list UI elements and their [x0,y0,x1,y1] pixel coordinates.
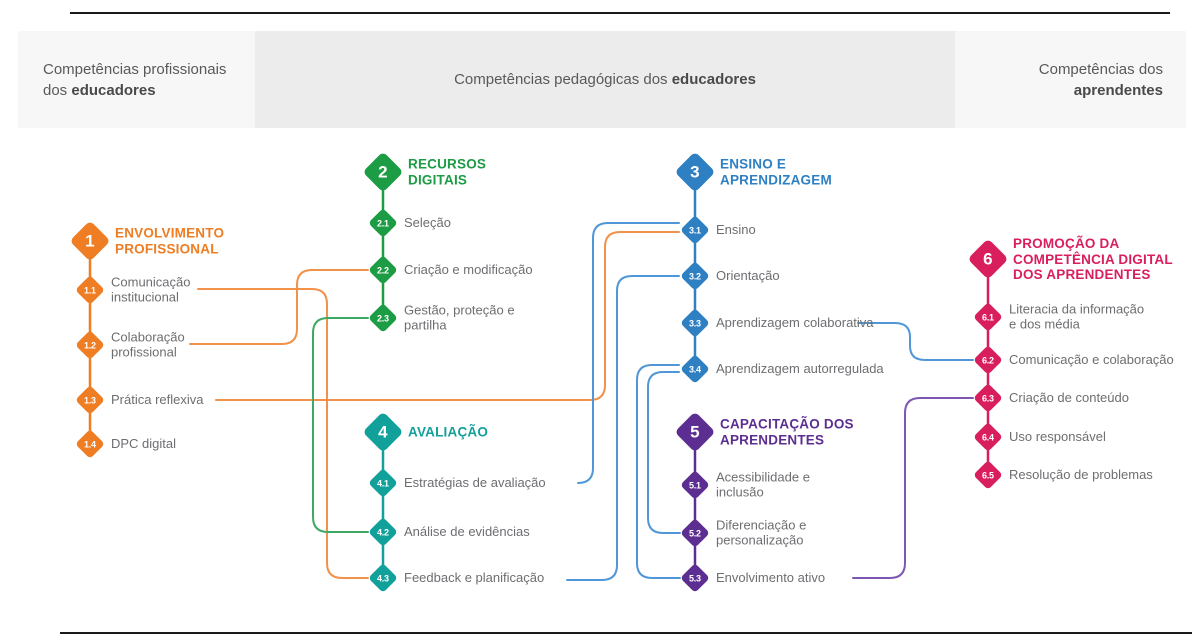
label-1.4: DPC digital [111,435,177,451]
connection-3.4-5.2 [647,371,681,534]
cluster-3-title: ENSINO E APRENDIZAGEM [720,156,832,188]
label-2.1: Seleção [404,214,451,230]
cluster-4-title: AVALIAÇÃO [408,424,489,440]
node-4.2: 4.2 [368,517,398,547]
node-2.1: 2.1 [368,208,398,238]
label-3.4: Aprendizagem autorregulada [716,360,884,376]
label-4.3: Feedback e planificação [404,569,545,585]
node-5.1: 5.1 [680,470,710,500]
label-5.2: Diferenciação e personalização [716,517,807,547]
node-2: 2 [362,151,404,193]
cluster-1-title: ENVOLVIMENTO PROFISSIONAL [115,225,225,257]
top-rule [70,12,1170,14]
label-3.2: Orientação [716,267,780,283]
label-4.1: Estratégias de avaliação [404,474,546,490]
connection-3.3-6.2 [857,322,974,361]
label-4.2: Análise de evidências [404,523,530,539]
node-6.2: 6.2 [973,345,1003,375]
cluster-2-title: RECURSOS DIGITAIS [408,156,487,188]
connection-5.3-6.3 [852,397,974,579]
node-3.3: 3.3 [680,308,710,338]
node-2.2: 2.2 [368,255,398,285]
node-1: 1 [69,220,111,262]
label-6.4: Uso responsável [1009,428,1106,444]
label-1.2: Colaboração profissional [111,329,185,359]
node-3.4: 3.4 [680,354,710,384]
cluster-6-title: PROMOÇÃO DA COMPETÊNCIA DIGITAL DOS APRE… [1013,235,1173,282]
node-4.1: 4.1 [368,468,398,498]
node-3: 3 [674,151,716,193]
label-6.1: Literacia da informação e dos média [1009,301,1145,331]
node-4.3: 4.3 [368,563,398,593]
node-1.3: 1.3 [75,385,105,415]
node-3.2: 3.2 [680,261,710,291]
node-4: 4 [362,411,404,453]
header-band-learners: Competências dos aprendentes [955,31,1186,128]
node-1.2: 1.2 [75,330,105,360]
band-professional-text: Competências profissionais dos educadore… [43,60,227,99]
cluster-5-title: CAPACITAÇÃO DOS APRENDENTES [720,416,854,448]
label-1.3: Prática reflexiva [111,391,204,407]
bottom-rule [60,632,1192,634]
header-band-pedagogic: Competências pedagógicas dos educadores [255,31,955,128]
node-3.1: 3.1 [680,215,710,245]
band-pedagogic-text: Competências pedagógicas dos educadores [454,71,756,88]
label-3.3: Aprendizagem colaborativa [716,314,874,330]
label-5.1: Acessibilidade e inclusão [716,469,810,499]
connection-1.2-2.2 [189,269,369,345]
connection-3.2-4.3 [566,275,680,581]
label-3.1: Ensino [716,221,756,237]
label-6.2: Comunicação e colaboração [1009,351,1174,367]
connection-3.4-5.3 [636,364,681,579]
band-learners-text: Competências dos aprendentes [1038,60,1163,99]
label-1.1: Comunicação institucional [111,274,191,304]
node-5: 5 [674,411,716,453]
header-band-professional: Competências profissionais dos educadore… [18,31,255,128]
node-1.1: 1.1 [75,275,105,305]
connection-2.3-4.2 [312,317,369,533]
label-6.3: Criação de conteúdo [1009,389,1129,405]
node-6.5: 6.5 [973,460,1003,490]
node-6.3: 6.3 [973,383,1003,413]
node-1.4: 1.4 [75,429,105,459]
label-2.2: Criação e modificação [404,261,533,277]
node-6: 6 [967,238,1009,280]
node-5.3: 5.3 [680,563,710,593]
node-6.4: 6.4 [973,422,1003,452]
connection-3.1-4.1 [577,222,680,484]
node-2.3: 2.3 [368,303,398,333]
label-2.3: Gestão, proteção e partilha [404,302,515,332]
node-5.2: 5.2 [680,518,710,548]
connection-1.1-4.3 [197,288,369,579]
label-6.5: Resolução de problemas [1009,466,1153,482]
label-5.3: Envolvimento ativo [716,569,826,585]
node-6.1: 6.1 [973,302,1003,332]
